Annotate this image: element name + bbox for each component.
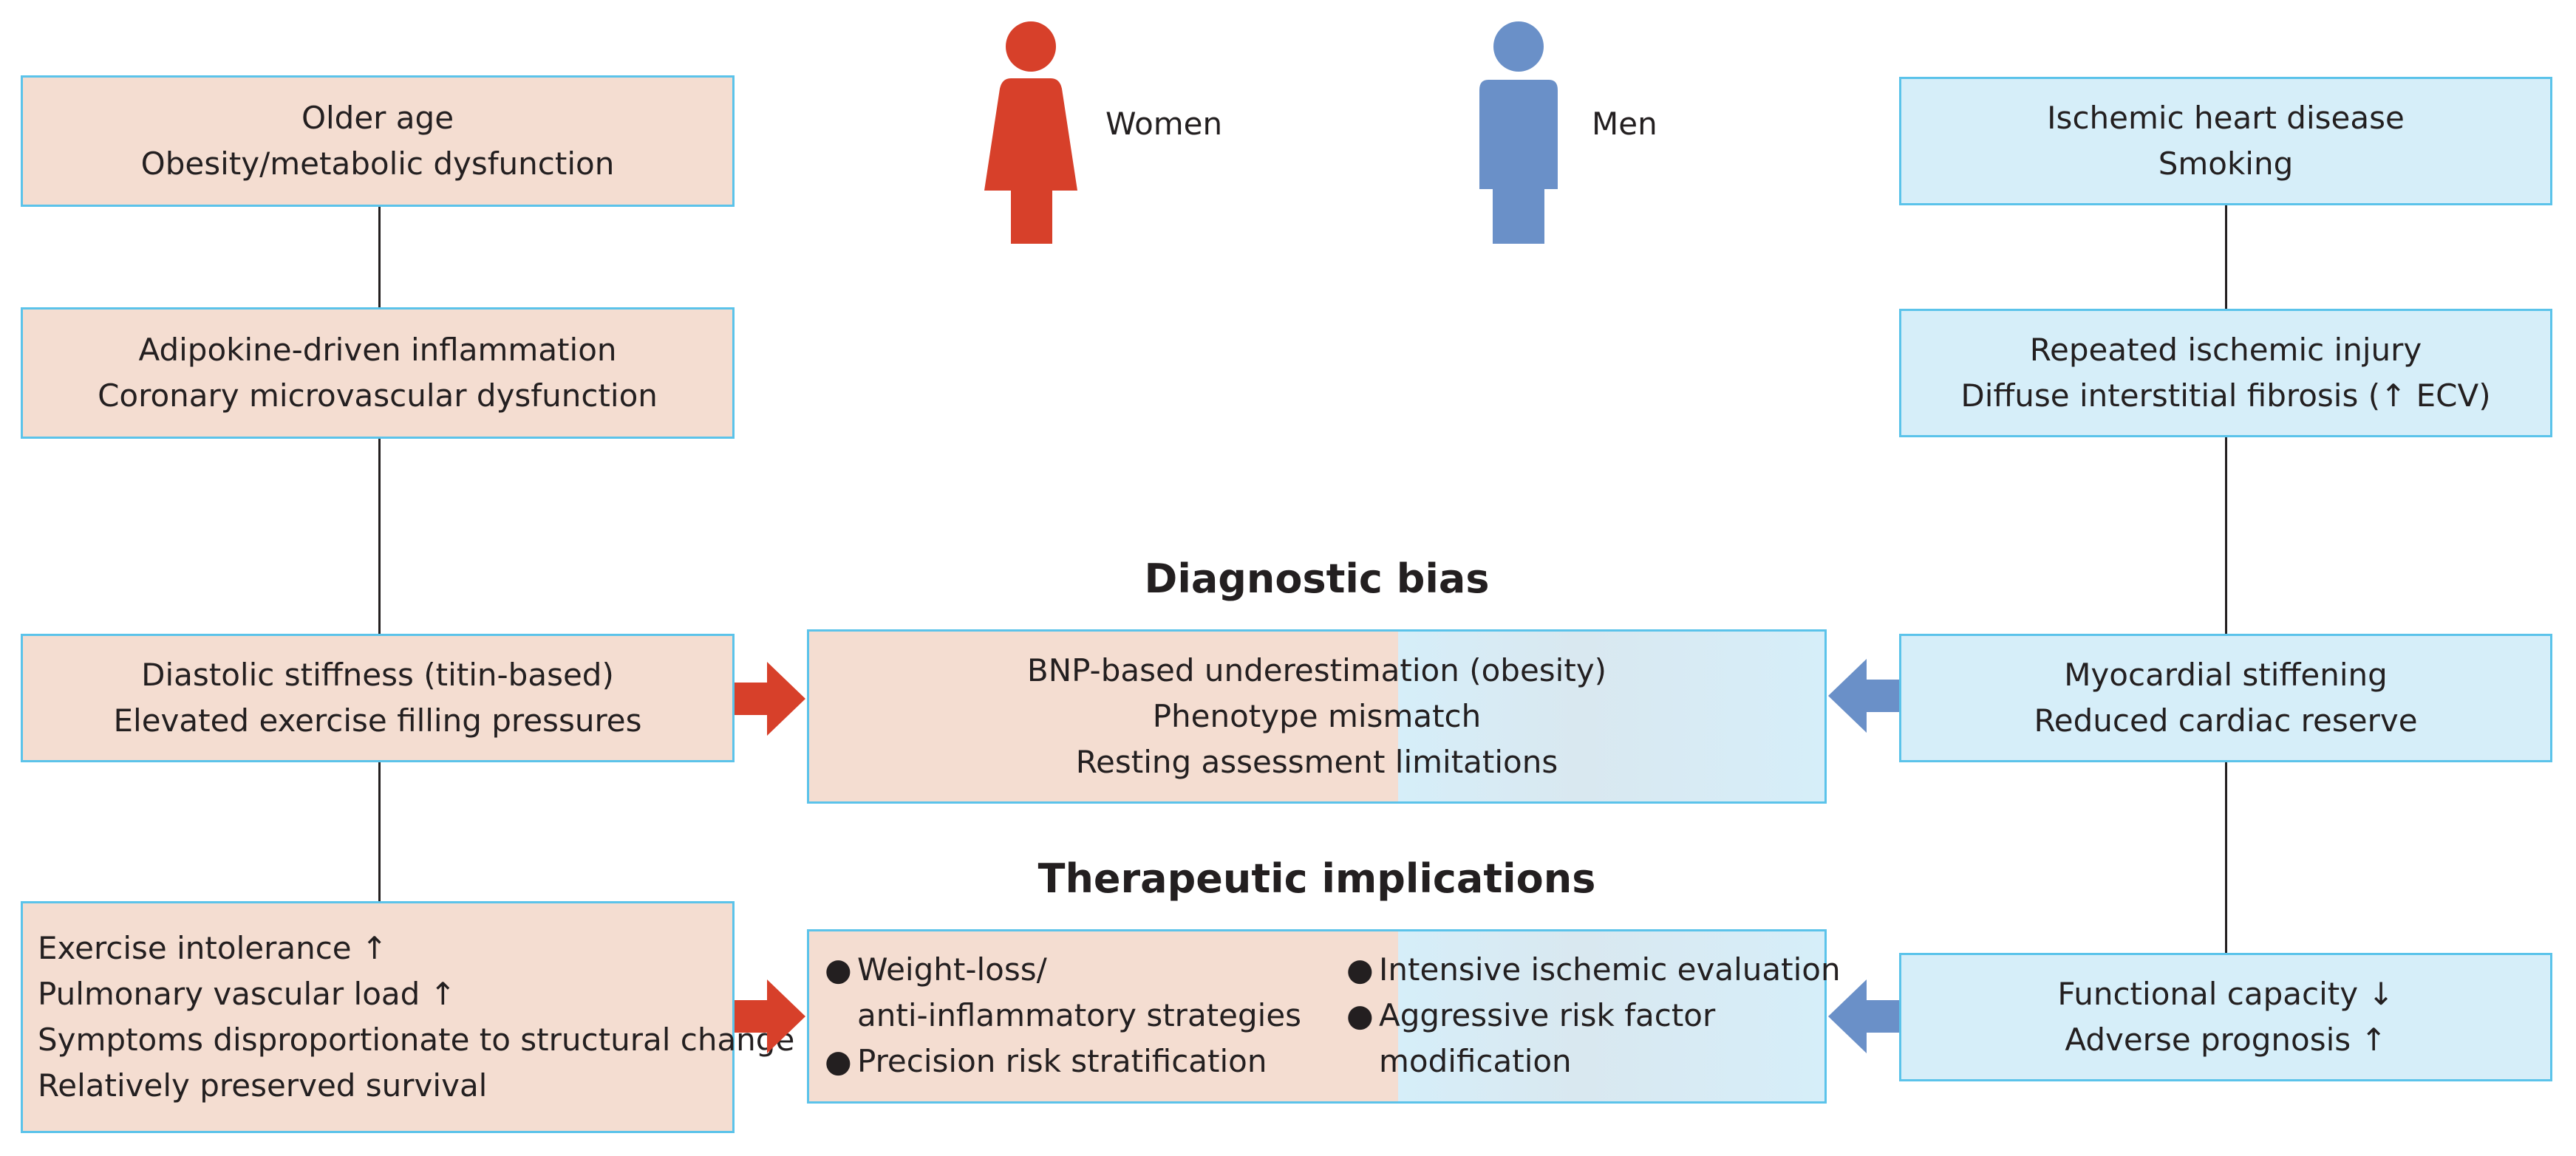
box-line: Older age: [301, 100, 454, 136]
man-icon: [1479, 21, 1558, 244]
women-risk-factors-box: Older age Obesity/metabolic dysfunction: [21, 75, 735, 207]
men-to-therapeutic-arrow-icon: [1828, 979, 1899, 1053]
box-line: Reduced cardiac reserve: [2034, 702, 2418, 739]
men-stiffening-box: Myocardial stiffening Reduced cardiac re…: [1899, 634, 2552, 762]
men-to-diagnostic-arrow-icon: [1828, 659, 1899, 733]
women-connector-2: [378, 437, 381, 634]
women-therapy-list: ● Weight-loss/ anti-inflammatory strateg…: [819, 947, 1301, 1084]
list-item: ● Aggressive risk factor modification: [1340, 993, 1841, 1084]
box-line: Diastolic stiffness (titin-based): [141, 657, 614, 693]
list-item-line: anti-inflammatory strategies: [857, 997, 1302, 1033]
bullet-icon: ●: [1346, 997, 1374, 1033]
box-line: Resting assessment limitations: [1075, 744, 1558, 780]
box-line: Smoking: [2158, 146, 2294, 182]
women-to-therapeutic-arrow-icon: [735, 979, 805, 1053]
box-line: Diffuse interstitial fibrosis (↑ ECV): [1960, 377, 2491, 414]
men-connector-3: [2225, 761, 2227, 954]
box-line: Repeated ischemic injury: [2029, 332, 2422, 368]
women-mechanism-box: Adipokine-driven inflammation Coronary m…: [21, 307, 735, 439]
bullet-icon: ●: [825, 1043, 852, 1079]
list-item-line: modification: [1379, 1043, 1572, 1079]
therapeutic-implications-box: [807, 929, 1827, 1104]
list-item: ● Intensive ischemic evaluation: [1340, 947, 1841, 993]
men-risk-factors-box: Ischemic heart disease Smoking: [1899, 77, 2552, 205]
diagnostic-bias-heading: Diagnostic bias: [1144, 555, 1490, 602]
box-line: Functional capacity ↓: [2057, 976, 2394, 1012]
list-item-line: Aggressive risk factor: [1379, 997, 1716, 1033]
list-item: ● Weight-loss/ anti-inflammatory strateg…: [819, 947, 1301, 1039]
men-connector-2: [2225, 436, 2227, 635]
list-item-line: Intensive ischemic evaluation: [1379, 951, 1841, 988]
box-line: BNP-based underestimation (obesity): [1026, 652, 1607, 688]
women-outcomes-box: Exercise intolerance ↑ Pulmonary vascula…: [21, 901, 794, 1133]
legend-women-label: Women: [1105, 106, 1223, 142]
box-line: Adipokine-driven inflammation: [138, 332, 617, 368]
box-line: Elevated exercise filling pressures: [113, 702, 642, 739]
box-line: Symptoms disproportionate to structural …: [38, 1022, 795, 1058]
list-item-line: Weight-loss/: [857, 951, 1047, 988]
therapeutic-implications-heading: Therapeutic implications: [1037, 855, 1596, 902]
box-line: Phenotype mismatch: [1152, 698, 1482, 734]
woman-icon: [984, 21, 1077, 244]
box-line: Ischemic heart disease: [2047, 100, 2405, 136]
box-line: Myocardial stiffening: [2064, 657, 2388, 693]
bullet-icon: ●: [1346, 951, 1374, 988]
list-item-line: Precision risk stratification: [857, 1043, 1267, 1079]
men-therapy-list: ● Intensive ischemic evaluation ● Aggres…: [1340, 947, 1841, 1084]
box-line: Adverse prognosis ↑: [2065, 1022, 2387, 1058]
men-mechanism-box: Repeated ischemic injury Diffuse interst…: [1899, 309, 2552, 437]
box-line: Obesity/metabolic dysfunction: [140, 146, 615, 182]
women-connector-1: [378, 205, 381, 309]
list-item: ● Precision risk stratification: [819, 1039, 1301, 1084]
box-line: Relatively preserved survival: [38, 1067, 488, 1104]
women-connector-3: [378, 761, 381, 903]
men-connector-1: [2225, 204, 2227, 310]
legend-men-label: Men: [1592, 106, 1657, 142]
box-line: Coronary microvascular dysfunction: [98, 377, 658, 414]
box-line: Exercise intolerance ↑: [38, 930, 388, 966]
women-stiffness-box: Diastolic stiffness (titin-based) Elevat…: [21, 634, 735, 762]
diagnostic-bias-box: BNP-based underestimation (obesity) Phen…: [807, 629, 1827, 804]
women-to-diagnostic-arrow-icon: [735, 662, 805, 736]
men-outcomes-box: Functional capacity ↓ Adverse prognosis …: [1899, 953, 2552, 1081]
box-line: Pulmonary vascular load ↑: [38, 976, 456, 1012]
bullet-icon: ●: [825, 951, 852, 988]
